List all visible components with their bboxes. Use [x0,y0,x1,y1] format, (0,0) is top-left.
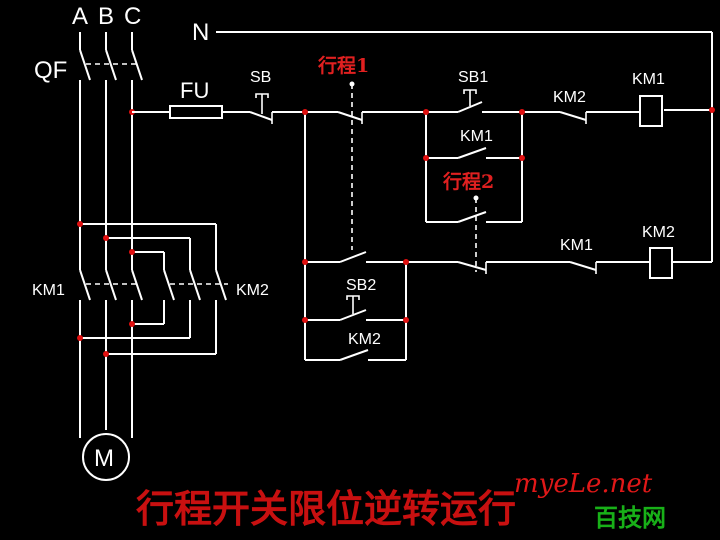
phase-a-label: A [72,3,88,30]
fuse-label: FU [180,78,209,103]
limit-switch-2-label: 行程2 [442,170,494,193]
km2-seal-contact [339,349,369,361]
start-button-sb1 [457,89,483,113]
limit-switch-2-nc [457,261,487,274]
start-button-sb2 [339,295,367,321]
km1-seal-label: KM1 [460,128,493,145]
breaker-label: QF [34,57,67,84]
phase-b-label: B [98,3,114,30]
coil-km2-label: KM2 [642,224,675,241]
main-km2-label: KM2 [236,282,269,299]
phase-c-label: C [124,3,141,30]
limit-switch-1 [337,81,363,250]
control-circuit [132,31,715,361]
km1-interlock-label: KM1 [560,237,593,254]
watermark-brand: 百技网 [594,504,666,532]
km2-main-contacts [163,269,228,301]
km1-interlock-contact [569,261,597,274]
fuse-fu [169,105,223,119]
motor-m: M [82,433,130,481]
main-km1-label: KM1 [32,282,65,299]
coil-km1-label: KM1 [632,71,665,88]
sb1-label: SB1 [458,69,488,86]
breaker-qf [79,49,143,84]
coil-km1 [639,95,663,127]
km1-main-contacts [79,269,143,301]
motor-label: M [94,445,114,472]
diagram-title: 行程开关限位逆转运行 [136,487,516,531]
km2-interlock-label: KM2 [553,89,586,106]
limit-switch-2-no [457,195,487,272]
power-circuit: M [77,32,228,481]
km1-seal-contact [457,147,487,159]
limit-switch-1-label: 行程1 [317,54,369,77]
stop-button-sb [249,93,273,124]
km2-seal-label: KM2 [348,331,381,348]
stop-button-label: SB [250,69,271,86]
sb2-label: SB2 [346,277,376,294]
km2-interlock-contact [559,111,587,124]
coil-km2 [649,247,673,279]
neutral-label: N [192,19,209,46]
limit-switch-1-no [339,251,367,263]
watermark-site: myeLe.net [514,469,653,499]
